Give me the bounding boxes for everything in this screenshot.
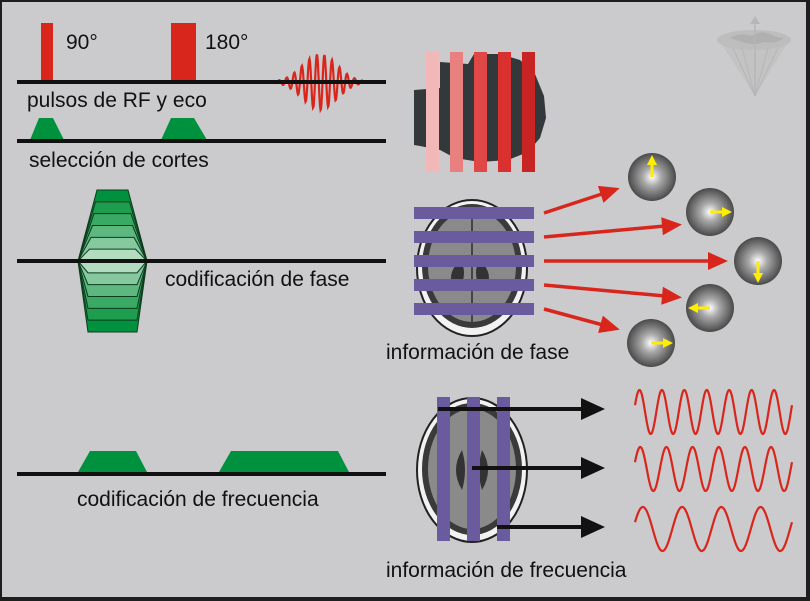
frequency-arrow-head	[581, 457, 605, 479]
phase-arrow-head	[708, 252, 728, 270]
phase-arrow-head	[661, 286, 682, 305]
phase-band	[414, 279, 534, 291]
slice-stripes	[426, 52, 535, 172]
spin-arrowhead	[647, 155, 657, 165]
spin-arrowhead	[688, 303, 698, 313]
frequency-encoding-label: codificación de frecuencia	[77, 488, 319, 511]
phase-band	[414, 231, 534, 243]
frequency-encoding-row: codificación de frecuencia	[17, 451, 386, 511]
slice-stripe	[498, 52, 511, 172]
frequency-waves	[633, 388, 794, 553]
phase-arrow	[543, 283, 677, 299]
phase-spins	[627, 153, 782, 367]
freq-gradient-2	[219, 451, 349, 472]
rf-echo-row: 90° 180° pulsos de RF y eco	[17, 23, 386, 114]
frequency-wave	[633, 388, 794, 436]
phase-arrow-head	[661, 217, 682, 236]
slice-illustration	[414, 52, 546, 172]
slice-stripe	[450, 52, 463, 172]
freq-baseline	[17, 472, 386, 476]
phase-arrow-head	[598, 315, 620, 334]
phase-band	[414, 255, 534, 267]
phase-band	[414, 207, 534, 219]
frequency-arrows	[438, 398, 605, 538]
slice-gradient-1	[30, 118, 64, 140]
phase-encoding-label: codificación de fase	[165, 268, 349, 291]
phase-baseline	[17, 259, 386, 263]
frequency-wave	[633, 505, 794, 553]
logo-icon	[717, 16, 791, 97]
pulse-90-bar	[41, 23, 53, 81]
phase-arrows	[543, 185, 728, 334]
phase-brain	[414, 199, 534, 337]
slice-stripe	[426, 52, 439, 172]
slice-stripe	[474, 52, 487, 172]
slice-baseline	[17, 139, 386, 143]
pulse-90-label: 90°	[66, 31, 98, 54]
phase-encoding-row: codificación de fase	[17, 189, 386, 333]
slice-gradient-2	[161, 118, 207, 140]
frequency-arrow-head	[581, 516, 605, 538]
phase-info-label: información de fase	[386, 341, 569, 364]
slice-selection-label: selección de cortes	[29, 149, 209, 172]
spin-arrowhead	[753, 273, 763, 283]
spin-arrowhead	[663, 338, 673, 348]
pulse-180-bar	[171, 23, 196, 81]
phase-arrow	[543, 223, 677, 239]
phase-band	[414, 303, 534, 315]
phase-encoding-bands	[414, 207, 534, 315]
phase-arrow-head	[597, 185, 620, 203]
frequency-wave	[633, 445, 794, 493]
rf-echo-label: pulsos de RF y eco	[27, 89, 207, 112]
frequency-arrow-head	[581, 398, 605, 420]
freq-gradient-1	[78, 451, 147, 472]
rf-baseline	[17, 80, 386, 84]
frequency-band	[437, 397, 450, 541]
spin-arrowhead	[722, 207, 732, 217]
pulse-180-label: 180°	[205, 31, 248, 54]
slice-selection-row: selección de cortes	[17, 118, 386, 172]
frequency-info-label: información de frecuencia	[386, 559, 627, 582]
slice-stripe	[522, 52, 535, 172]
